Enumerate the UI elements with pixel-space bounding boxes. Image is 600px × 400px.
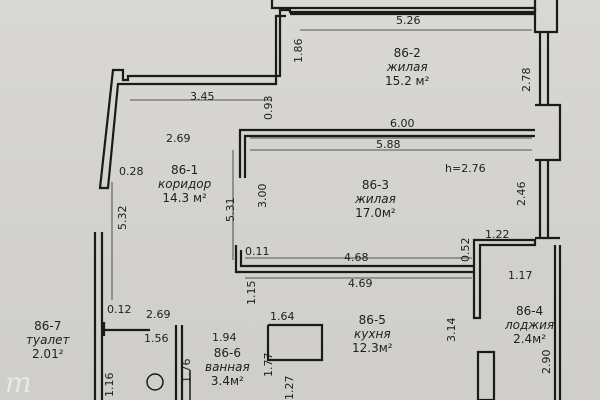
wall-loggia bbox=[472, 238, 537, 320]
room-86-5: 86-5 кухня 12.3м² bbox=[352, 313, 393, 355]
room-name: ванная bbox=[205, 359, 250, 374]
dim-label: 5.32 bbox=[116, 205, 129, 231]
room-86-2: 86-2 жилая 15.2 м² bbox=[385, 46, 430, 88]
dim-label: 1.56 bbox=[144, 332, 169, 345]
dim-label: 4.69 bbox=[348, 277, 373, 290]
dim-label: 5.88 bbox=[376, 138, 401, 151]
room-name: лоджия bbox=[505, 317, 555, 332]
room-id: 86-3 bbox=[361, 178, 390, 192]
dim-label: 1.27 bbox=[283, 375, 296, 400]
dim-label: 1.76 bbox=[180, 358, 193, 384]
room-name: жилая bbox=[386, 59, 428, 74]
room-86-7: 86-7 туалет 2.01² bbox=[26, 319, 70, 361]
room-86-3: 86-3 жилая 17.0м² bbox=[355, 178, 396, 220]
wall-bedrooms bbox=[238, 128, 535, 178]
room-id: 86-6 bbox=[213, 346, 241, 360]
dim-label: 0.52 bbox=[459, 237, 472, 263]
room-86-1: 86-1 коридор 14.3 м² bbox=[158, 163, 212, 205]
dim-label: 5.26 bbox=[396, 14, 421, 27]
wall-bath bbox=[174, 323, 324, 400]
dim-label: 3.00 bbox=[256, 183, 269, 209]
dim-label: 0.12 bbox=[107, 303, 132, 316]
dim-label: 0.93 bbox=[262, 95, 275, 121]
dim-label: 1.16 bbox=[103, 372, 116, 398]
room-86-6: 86-6 ванная 3.4м² bbox=[205, 346, 250, 388]
loggia-window bbox=[553, 245, 562, 400]
wall-corridor bbox=[102, 322, 150, 336]
dim-label: 4.68 bbox=[344, 251, 369, 264]
dim-label: 1.94 bbox=[212, 331, 237, 344]
dim-label: 2.69 bbox=[166, 132, 191, 145]
room-area: 17.0м² bbox=[355, 205, 396, 220]
room-area: 3.4м² bbox=[210, 373, 244, 388]
room-id: 86-2 bbox=[393, 46, 421, 60]
toilet-fixture bbox=[146, 373, 164, 391]
dim-label: 5.31 bbox=[224, 197, 237, 223]
room-name: туалет bbox=[26, 332, 70, 347]
dim-label: 2.78 bbox=[520, 67, 533, 93]
dim-label: 1.22 bbox=[485, 228, 510, 241]
dim-label: 2.46 bbox=[515, 181, 528, 207]
room-name: жилая bbox=[355, 191, 396, 206]
loggia-fixture bbox=[476, 350, 496, 400]
room-area: 14.3 м² bbox=[162, 190, 207, 205]
dim-label: 2.69 bbox=[146, 308, 171, 321]
wall-kitchen bbox=[234, 245, 474, 274]
room-area: 12.3м² bbox=[352, 340, 393, 355]
window-right bbox=[535, 160, 560, 240]
wall-left bbox=[93, 232, 104, 400]
dim-label: 1.64 bbox=[270, 310, 295, 323]
room-name: коридор bbox=[158, 176, 212, 191]
room-id: 86-1 bbox=[171, 163, 199, 177]
dim-label: 1.17 bbox=[508, 269, 533, 282]
room-id: 86-4 bbox=[515, 304, 544, 318]
dim-label: 1.86 bbox=[292, 38, 305, 64]
dim-label: 6.00 bbox=[390, 117, 415, 130]
dim-label: 3.14 bbox=[445, 317, 458, 343]
room-area: 2.01² bbox=[31, 346, 64, 361]
dim-label: 2.90 bbox=[540, 349, 553, 375]
dim-label: 1.77 bbox=[262, 352, 275, 378]
room-name: кухня bbox=[354, 326, 391, 341]
room-id: 86-5 bbox=[358, 313, 386, 327]
room-area: 15.2 м² bbox=[385, 73, 430, 88]
ceiling-height: h=2.76 bbox=[445, 162, 486, 175]
dim-label: 0.11 bbox=[245, 245, 270, 258]
dim-label: 3.45 bbox=[190, 90, 215, 103]
watermark: m bbox=[5, 366, 32, 399]
outer-wall bbox=[98, 0, 537, 190]
room-id: 86-7 bbox=[34, 319, 62, 333]
right-wall bbox=[533, 0, 559, 34]
dim-label: 1.15 bbox=[245, 280, 258, 306]
dim-label: 0.28 bbox=[119, 165, 144, 178]
window-top bbox=[535, 32, 562, 162]
room-area: 2.4м² bbox=[513, 331, 547, 346]
room-86-4: 86-4 лоджия 2.4м² bbox=[505, 304, 555, 346]
